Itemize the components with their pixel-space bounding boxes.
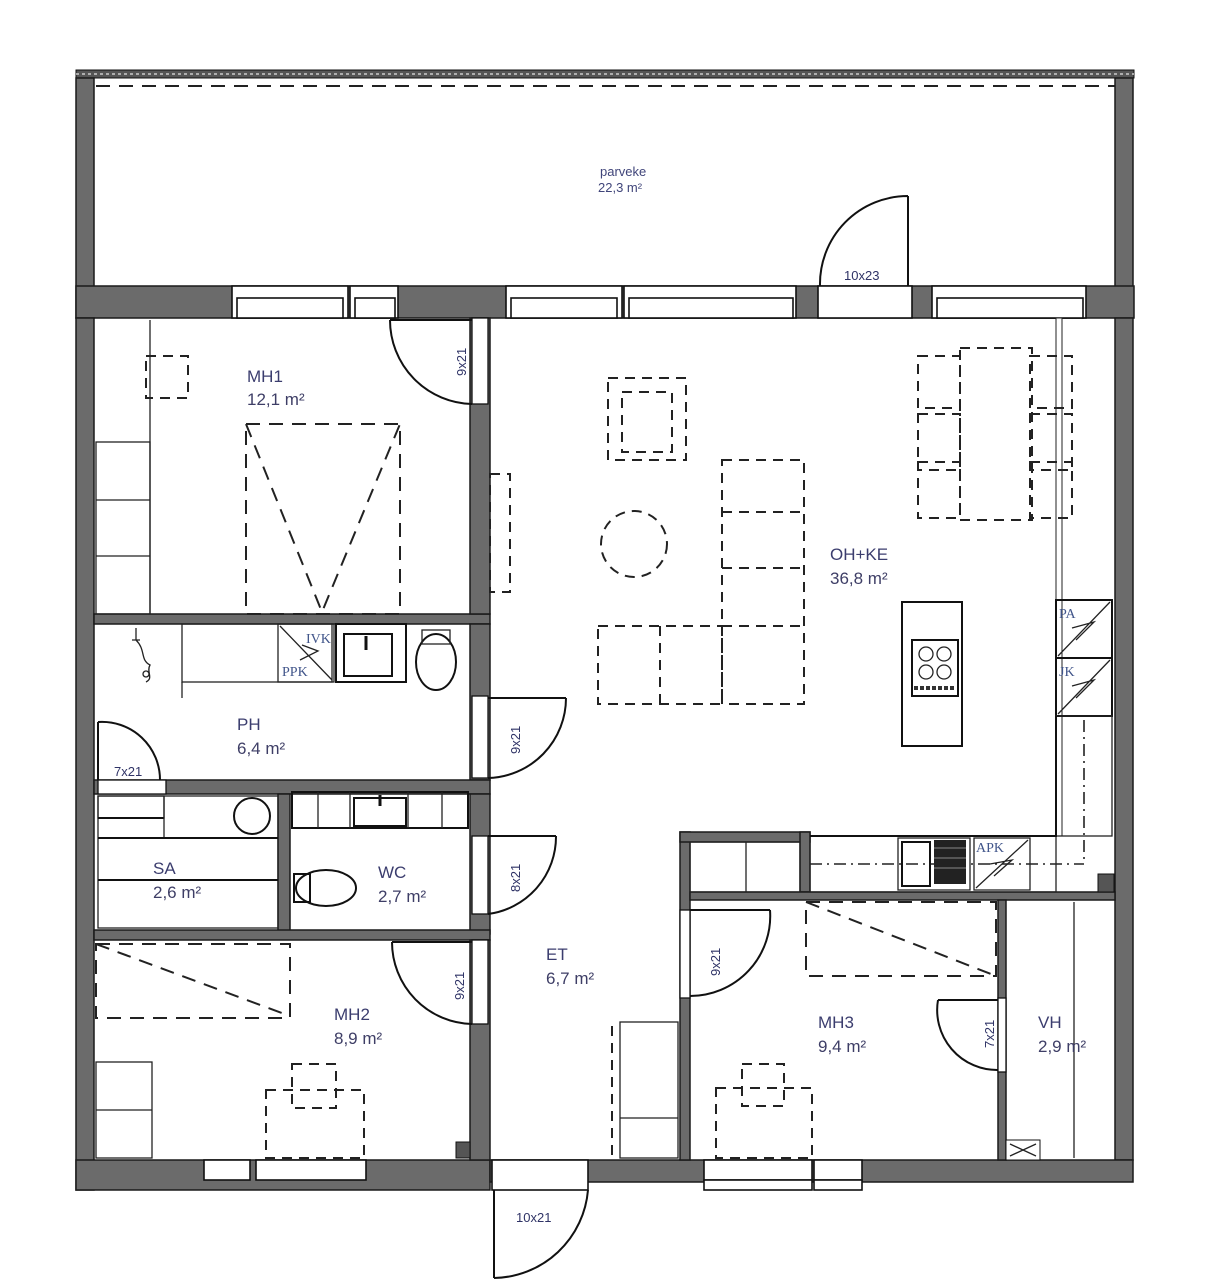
tag-pa: PA — [1059, 607, 1077, 622]
door-label-balcony: 10x23 — [844, 268, 879, 283]
interior-walls — [93, 317, 1116, 1161]
room-name-wc: WC — [378, 863, 406, 882]
room-area-wc: 2,7 m² — [378, 887, 427, 906]
room-area-oh-ke: 36,8 m² — [830, 569, 888, 588]
tag-ivk: IVK — [306, 632, 331, 647]
room-area-mh2: 8,9 m² — [334, 1029, 383, 1048]
bottom-windows — [203, 1159, 863, 1191]
room-name-sa: SA — [153, 859, 176, 878]
tag-jk: JK — [1059, 665, 1075, 680]
vh-shelving — [1005, 902, 1075, 1161]
door-label-vh: 7x21 — [982, 1020, 997, 1048]
et-wardrobe — [611, 1021, 679, 1159]
room-area-sa: 2,6 m² — [153, 883, 202, 902]
mh1-furniture — [95, 320, 401, 615]
tag-apk: APK — [976, 841, 1004, 856]
door-label-wc: 8x21 — [508, 864, 523, 892]
room-name-mh2: MH2 — [334, 1005, 370, 1024]
exterior-walls — [75, 77, 1135, 1191]
living-furniture — [489, 347, 1073, 705]
kitchen — [689, 599, 1115, 893]
appliance-tags: IVK PPK PA JK APK — [282, 607, 1077, 856]
sa-benches — [97, 795, 279, 929]
mh3-furniture — [715, 901, 997, 1159]
wc-fixtures — [291, 791, 469, 907]
room-area-et: 6,7 m² — [546, 969, 595, 988]
room-name-vh: VH — [1038, 1013, 1062, 1032]
room-labels: parveke 22,3 m² MH1 12,1 m² OH+KE 36,8 m… — [153, 164, 1087, 1056]
door-label-mh2: 9x21 — [452, 972, 467, 1000]
room-name-mh1: MH1 — [247, 367, 283, 386]
room-area-mh1: 12,1 m² — [247, 390, 305, 409]
room-name-parveke: parveke — [600, 164, 646, 179]
door-label-ph: 9x21 — [508, 726, 523, 754]
door-label-mh3: 9x21 — [708, 948, 723, 976]
ph-fixtures — [132, 623, 457, 698]
room-name-mh3: MH3 — [818, 1013, 854, 1032]
room-area-ph: 6,4 m² — [237, 739, 286, 758]
room-name-ph: PH — [237, 715, 261, 734]
tag-ppk: PPK — [282, 665, 308, 680]
room-area-mh3: 9,4 m² — [818, 1037, 867, 1056]
balcony-railing — [75, 69, 1135, 87]
door-label-entrance: 10x21 — [516, 1210, 551, 1225]
room-name-et: ET — [546, 945, 568, 964]
top-windows — [231, 285, 1087, 319]
room-area-vh: 2,9 m² — [1038, 1037, 1087, 1056]
room-area-parveke: 22,3 m² — [598, 180, 643, 195]
mh2-furniture — [95, 943, 471, 1159]
doors — [97, 195, 999, 1279]
room-name-oh-ke: OH+KE — [830, 545, 888, 564]
door-label-mh1: 9x21 — [454, 348, 469, 376]
door-labels: 10x23 9x21 9x21 7x21 8x21 9x21 9x21 7x21… — [114, 268, 997, 1225]
door-label-sauna: 7x21 — [114, 764, 142, 779]
